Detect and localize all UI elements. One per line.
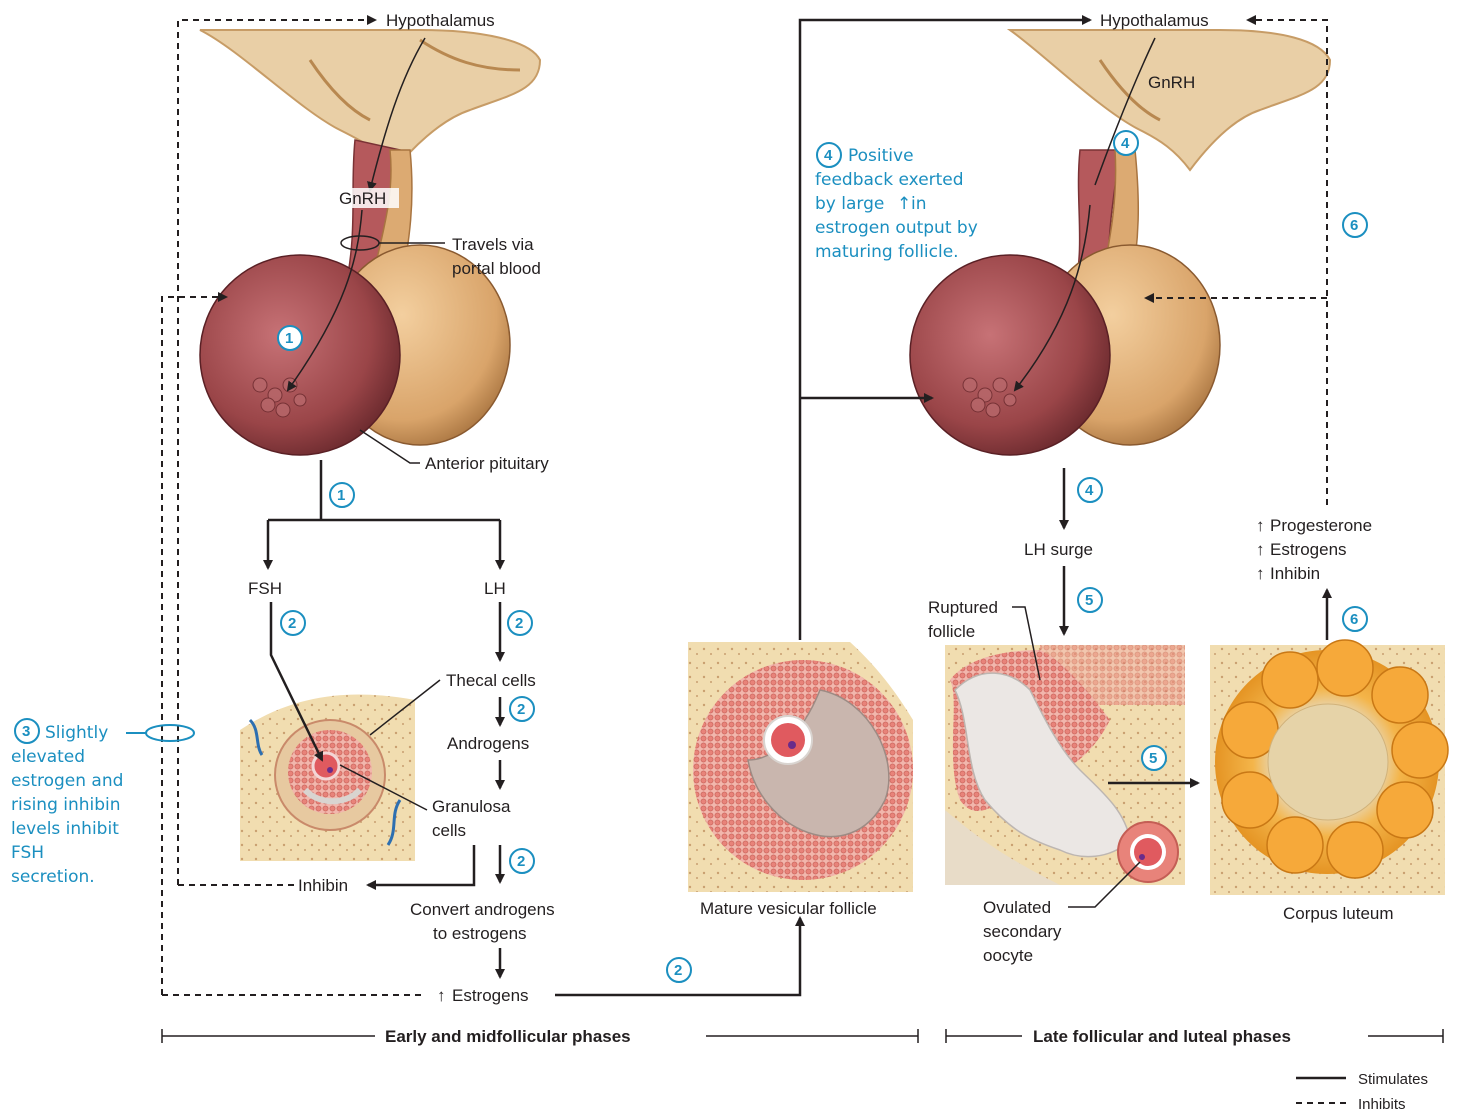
step-badge-5: 5: [1142, 746, 1166, 770]
label-hypothalamus-left: Hypothalamus: [386, 11, 495, 30]
svg-text:2: 2: [674, 962, 682, 979]
label-estrogens-right: Estrogens: [1270, 540, 1347, 559]
label-corpus-luteum: Corpus luteum: [1283, 904, 1394, 923]
label-fsh: FSH: [248, 579, 282, 598]
label-granulosa-cells: cells: [432, 821, 466, 840]
legend-stimulates: Stimulates: [1358, 1071, 1428, 1088]
label-anterior-pituitary: Anterior pituitary: [425, 454, 549, 473]
step-badge-2: 2: [510, 849, 534, 873]
svg-text:6: 6: [1350, 611, 1358, 628]
phase-label-late: Late follicular and luteal phases: [1033, 1027, 1291, 1046]
svg-text:3: 3: [22, 723, 30, 740]
label-inhibin-right: Inhibin: [1270, 564, 1320, 583]
note-step3: Slightly elevated estrogen and rising in…: [11, 723, 123, 887]
svg-text:2: 2: [517, 853, 525, 870]
note-step4-line: in: [911, 194, 927, 214]
label-progesterone: Progesterone: [1270, 516, 1372, 535]
note-step4-line: Positive: [848, 146, 914, 166]
early-follicle-image: [240, 686, 415, 861]
note-step4: Positive feedback exerted by large ↑ in …: [815, 146, 978, 262]
step-badge-5: 5: [1078, 588, 1102, 612]
up-arrow-glyph: ↑: [897, 194, 911, 214]
mature-follicle-image: [688, 642, 913, 892]
label-follicle: follicle: [928, 622, 975, 641]
note-step3-line: Slightly: [45, 723, 108, 743]
step-badge-1: 1: [330, 483, 354, 507]
note-step4-line: by large: [815, 194, 884, 214]
label-secondary: secondary: [983, 922, 1062, 941]
step-badge-2: 2: [281, 611, 305, 635]
up-arrow-glyph: ↑: [1256, 516, 1265, 535]
step-badge-2: 2: [508, 611, 532, 635]
step-badge-2: 2: [510, 697, 534, 721]
step-badge-2: 2: [667, 958, 691, 982]
label-ruptured: Ruptured: [928, 598, 998, 617]
phase-label-early: Early and midfollicular phases: [385, 1027, 631, 1046]
svg-text:2: 2: [288, 615, 296, 632]
label-inhibin: Inhibin: [298, 876, 348, 895]
corpus-luteum-image: [1210, 640, 1448, 895]
svg-text:2: 2: [515, 615, 523, 632]
note-step4-line: feedback exerted: [815, 170, 964, 190]
note-step3-line: levels inhibit: [11, 819, 119, 839]
svg-text:1: 1: [337, 487, 345, 504]
note-step3-line: secretion.: [11, 867, 95, 887]
step-badge-4: 4: [1078, 478, 1102, 502]
note-step3-line: FSH: [11, 843, 44, 863]
svg-text:2: 2: [517, 701, 525, 718]
label-gnrh-left: GnRH: [339, 189, 386, 208]
label-granulosa: Granulosa: [432, 797, 511, 816]
step-badge-3: 3: [15, 719, 39, 743]
step-badge-6: 6: [1343, 213, 1367, 237]
up-arrow-glyph: ↑: [1256, 564, 1265, 583]
svg-text:5: 5: [1085, 592, 1093, 609]
label-lh: LH: [484, 579, 506, 598]
note-step3-line: rising inhibin: [11, 795, 121, 815]
note-step4-line: estrogen output by: [815, 218, 978, 238]
step-badge-6: 6: [1343, 607, 1367, 631]
svg-text:4: 4: [824, 147, 833, 164]
label-thecal-cells: Thecal cells: [446, 671, 536, 690]
note-step3-line: estrogen and: [11, 771, 123, 791]
up-arrow-glyph: ↑: [437, 986, 446, 1005]
legend-inhibits: Inhibits: [1358, 1096, 1406, 1113]
right-pituitary-illustration: [910, 30, 1330, 455]
label-ovulated: Ovulated: [983, 898, 1051, 917]
svg-text:6: 6: [1350, 217, 1358, 234]
label-hypothalamus-right: Hypothalamus: [1100, 11, 1209, 30]
label-portal-blood: portal blood: [452, 259, 541, 278]
label-mature-follicle: Mature vesicular follicle: [700, 899, 877, 918]
label-to-estrogens: to estrogens: [433, 924, 527, 943]
note-step3-line: elevated: [11, 747, 85, 767]
svg-text:5: 5: [1149, 750, 1157, 767]
phase-bracket-late: Late follicular and luteal phases: [946, 1027, 1443, 1046]
label-oocyte: oocyte: [983, 946, 1033, 965]
legend: Stimulates Inhibits: [1296, 1071, 1428, 1113]
label-estrogens: Estrogens: [452, 986, 529, 1005]
label-androgens: Androgens: [447, 734, 529, 753]
label-convert-androgens: Convert androgens: [410, 900, 555, 919]
svg-text:4: 4: [1121, 135, 1130, 152]
label-lh-surge: LH surge: [1024, 540, 1093, 559]
note-step4-line: maturing follicle.: [815, 242, 959, 262]
up-arrow-glyph: ↑: [1256, 540, 1265, 559]
svg-text:4: 4: [1085, 482, 1094, 499]
label-gnrh-right: GnRH: [1148, 73, 1195, 92]
step-badge-1: 1: [278, 326, 302, 350]
label-travels-via: Travels via: [452, 235, 534, 254]
step-badge-4: 4: [1114, 131, 1138, 155]
phase-bracket-early: Early and midfollicular phases: [162, 1027, 918, 1046]
step-badge-4: 4: [817, 143, 841, 167]
svg-text:1: 1: [285, 330, 293, 347]
